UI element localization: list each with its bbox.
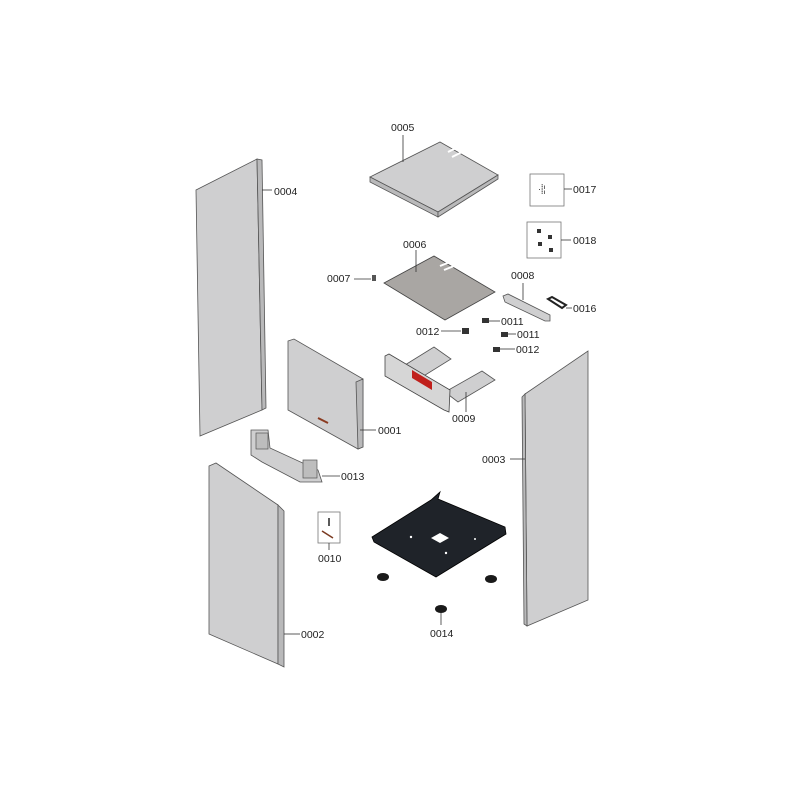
foot-icon: [435, 605, 447, 613]
label-0004: 0004: [274, 186, 298, 198]
part-0007-screw[interactable]: 0007: [327, 273, 376, 285]
label-0007: 0007: [327, 273, 351, 285]
label-0010: 0010: [318, 553, 342, 565]
label-0016: 0016: [573, 303, 597, 315]
part-base-plate[interactable]: [371, 490, 507, 578]
part-0014-feet[interactable]: 0014: [377, 573, 497, 640]
part-0009-tray[interactable]: 0009: [384, 346, 496, 425]
label-0014: 0014: [430, 628, 454, 640]
label-0018: 0018: [573, 235, 597, 247]
label-0017: 0017: [573, 184, 597, 196]
label-0012-a: 0012: [416, 326, 440, 338]
label-0013: 0013: [341, 471, 365, 483]
foot-icon: [485, 575, 497, 583]
part-0013-lower-bracket[interactable]: 0013: [250, 429, 365, 483]
label-0012-b: 0012: [516, 344, 540, 356]
part-0010-hardware-kit[interactable]: 0010: [317, 511, 342, 565]
screws-icon: ·⸽¦: [538, 184, 546, 194]
clips-icon: [537, 229, 553, 252]
label-0011-a: 0011: [501, 316, 524, 328]
part-0012-clip-a[interactable]: 0012: [416, 326, 469, 338]
part-0002-side-panel[interactable]: 0002: [208, 462, 325, 668]
label-0009: 0009: [452, 413, 476, 425]
part-0003-side-panel[interactable]: 0003: [482, 350, 589, 627]
part-0016-gasket[interactable]: 0016: [545, 295, 597, 315]
part-0018-clip-kit[interactable]: 0018: [526, 221, 597, 259]
part-0001-front-panel[interactable]: 0001: [287, 338, 402, 450]
part-0012-clip-b[interactable]: 0012: [493, 344, 540, 356]
foot-icon: [377, 573, 389, 581]
label-0006: 0006: [403, 239, 427, 251]
label-0005: 0005: [391, 122, 415, 134]
part-0006-inner-cover[interactable]: 0006: [383, 239, 496, 321]
part-0011-clip-a[interactable]: 0011: [482, 316, 524, 328]
part-0005-top-cover[interactable]: 0005: [369, 122, 499, 218]
label-0011-b: 0011: [517, 329, 540, 341]
label-0003: 0003: [482, 454, 506, 466]
part-0017-screw-kit[interactable]: ·⸽¦ 0017: [529, 173, 597, 207]
part-0004-side-panel[interactable]: 0004: [195, 158, 298, 437]
label-0008: 0008: [511, 270, 535, 282]
part-0008-bracket[interactable]: 0008: [502, 270, 551, 322]
label-0001: 0001: [378, 425, 402, 437]
label-0002: 0002: [301, 629, 325, 641]
part-0011-clip-b[interactable]: 0011: [501, 329, 540, 341]
